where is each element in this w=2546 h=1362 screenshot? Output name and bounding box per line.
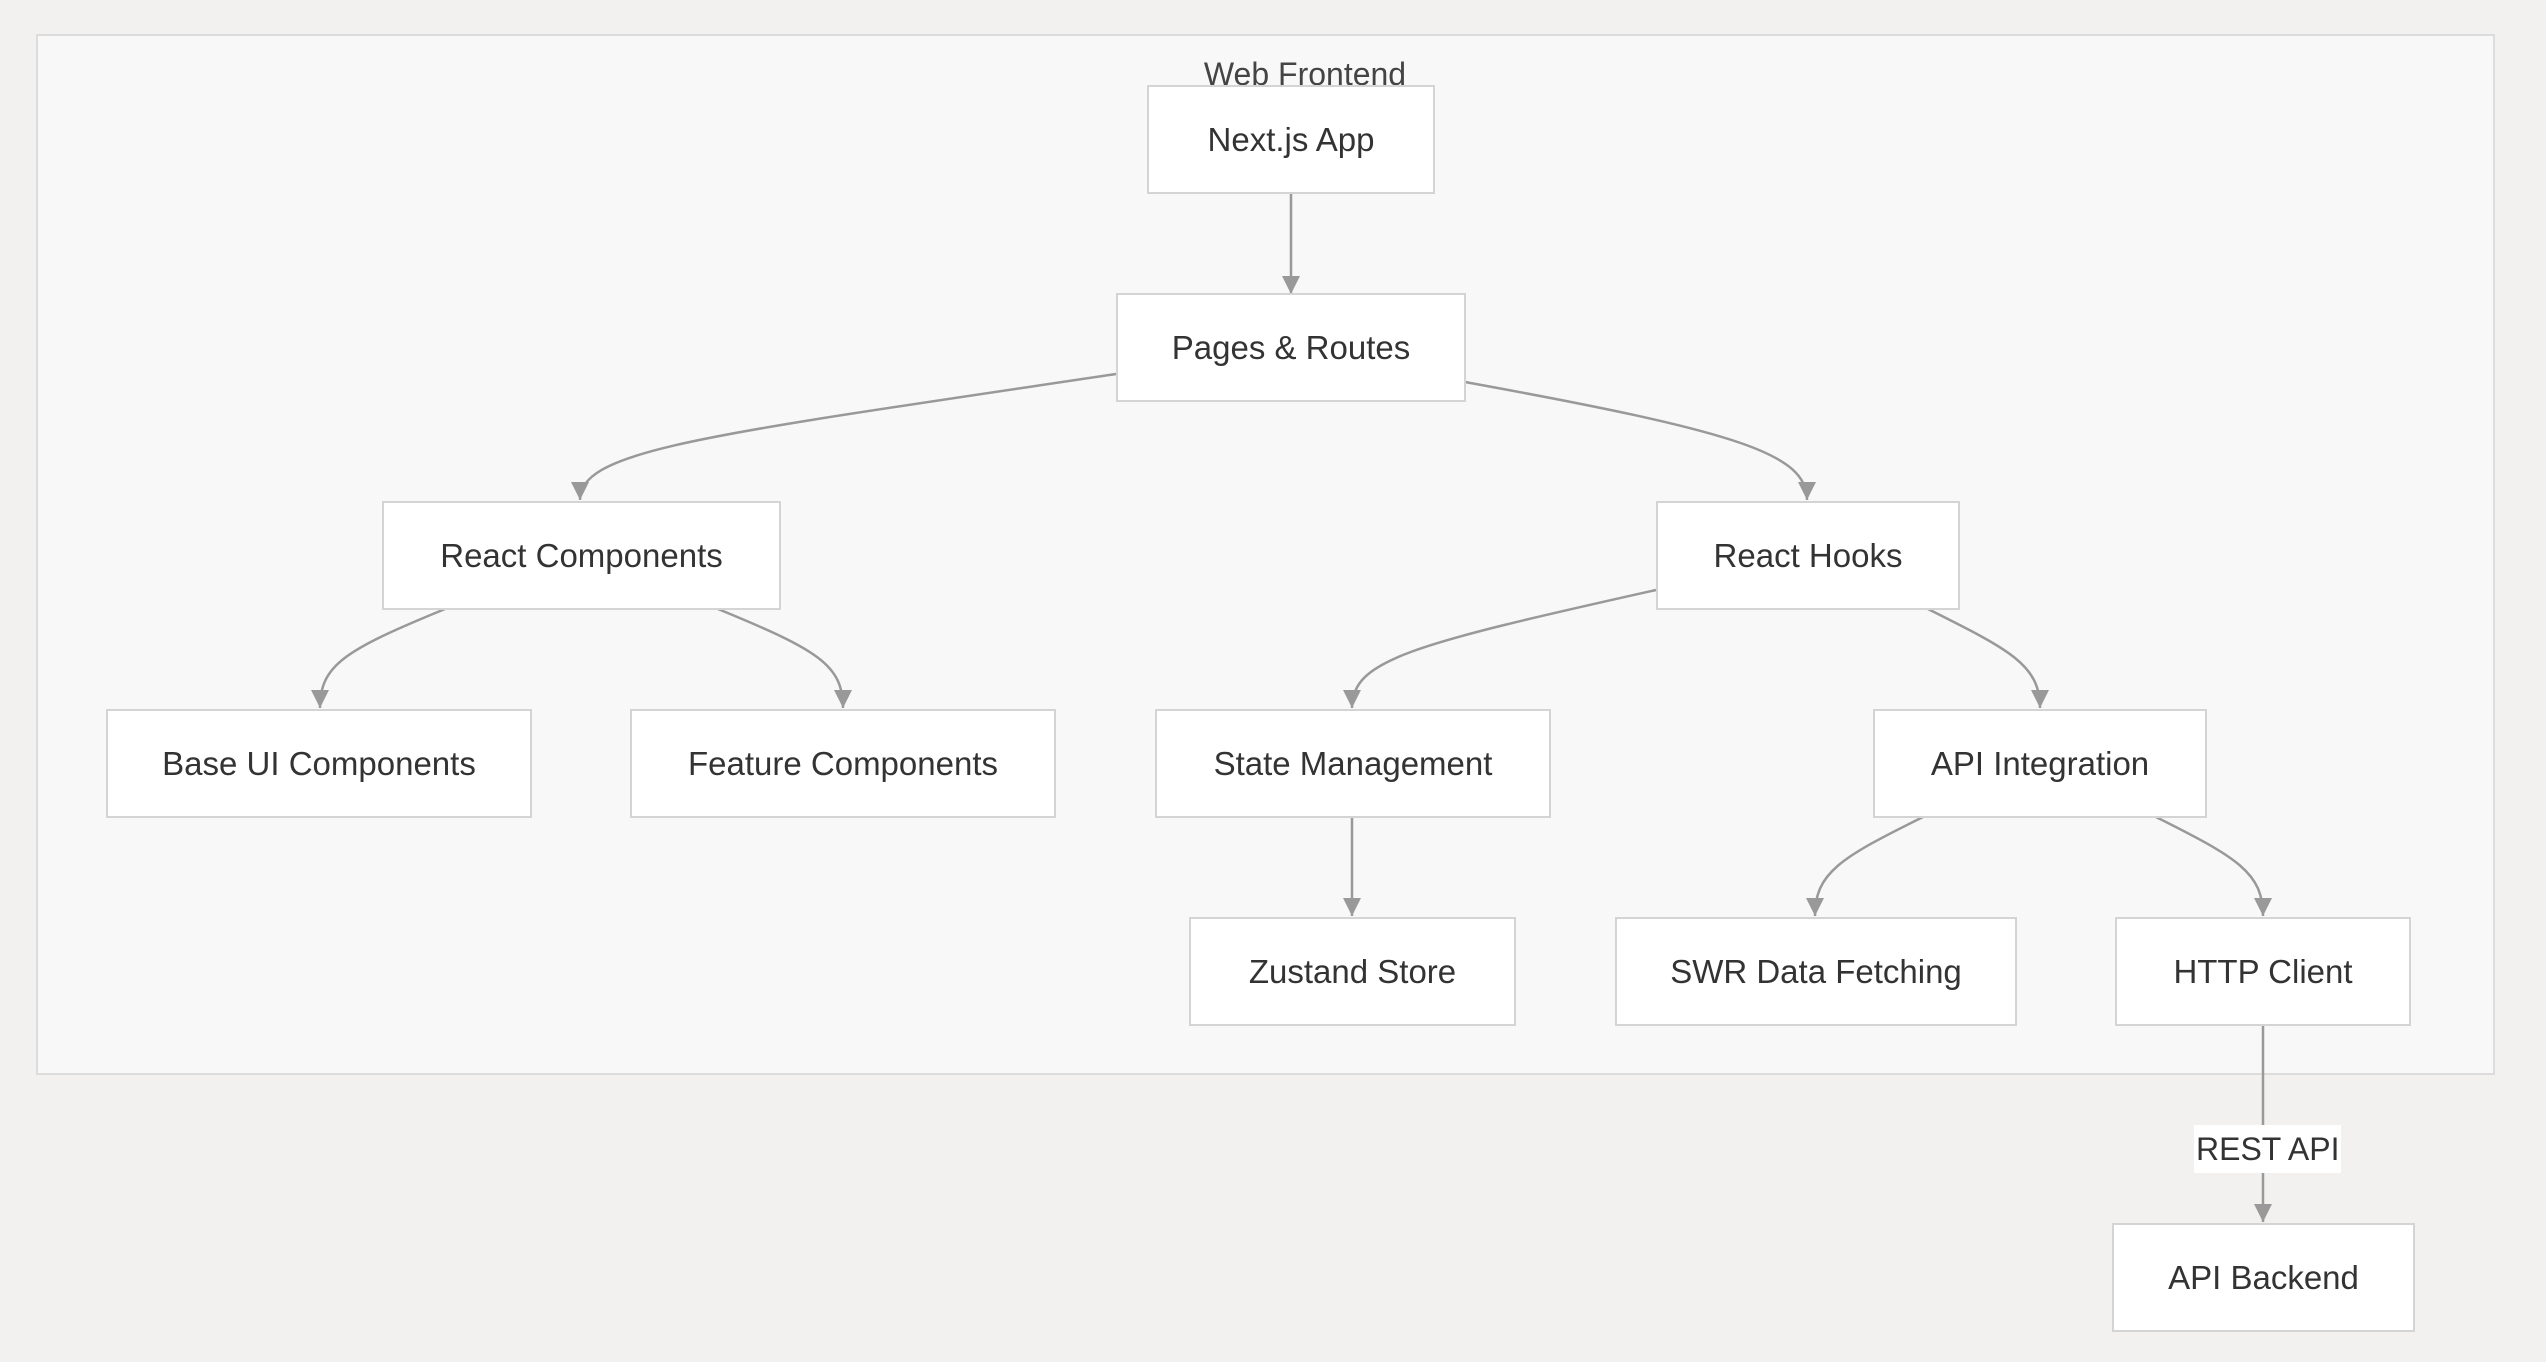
- edge-react-components-to-base-ui: [311, 607, 446, 709]
- edge-api-integration-to-swr: [1806, 815, 1924, 917]
- node-zustand-store[interactable]: Zustand Store: [1189, 917, 1516, 1026]
- node-nextjs-app[interactable]: Next.js App: [1147, 85, 1435, 194]
- edge-react-hooks-to-api-integration: [1927, 607, 2049, 709]
- node-http-client[interactable]: HTTP Client: [2115, 917, 2411, 1026]
- edge-label-rest-api: REST API: [2194, 1125, 2342, 1173]
- node-api-integration[interactable]: API Integration: [1873, 709, 2207, 818]
- edge-react-components-to-feature: [717, 607, 852, 709]
- node-pages-routes[interactable]: Pages & Routes: [1116, 293, 1466, 402]
- edge-react-hooks-to-state-management: [1343, 588, 1657, 709]
- node-api-backend[interactable]: API Backend: [2112, 1223, 2415, 1332]
- node-feature-components[interactable]: Feature Components: [630, 709, 1056, 818]
- edge-pages-to-react-components: [571, 372, 1117, 501]
- node-react-components[interactable]: React Components: [382, 501, 781, 610]
- node-react-hooks[interactable]: React Hooks: [1656, 501, 1960, 610]
- node-state-management[interactable]: State Management: [1155, 709, 1551, 818]
- edge-pages-to-react-hooks: [1464, 380, 1816, 501]
- node-swr-data-fetching[interactable]: SWR Data Fetching: [1615, 917, 2017, 1026]
- edge-api-integration-to-http-client: [2155, 815, 2272, 917]
- node-base-ui-components[interactable]: Base UI Components: [106, 709, 532, 818]
